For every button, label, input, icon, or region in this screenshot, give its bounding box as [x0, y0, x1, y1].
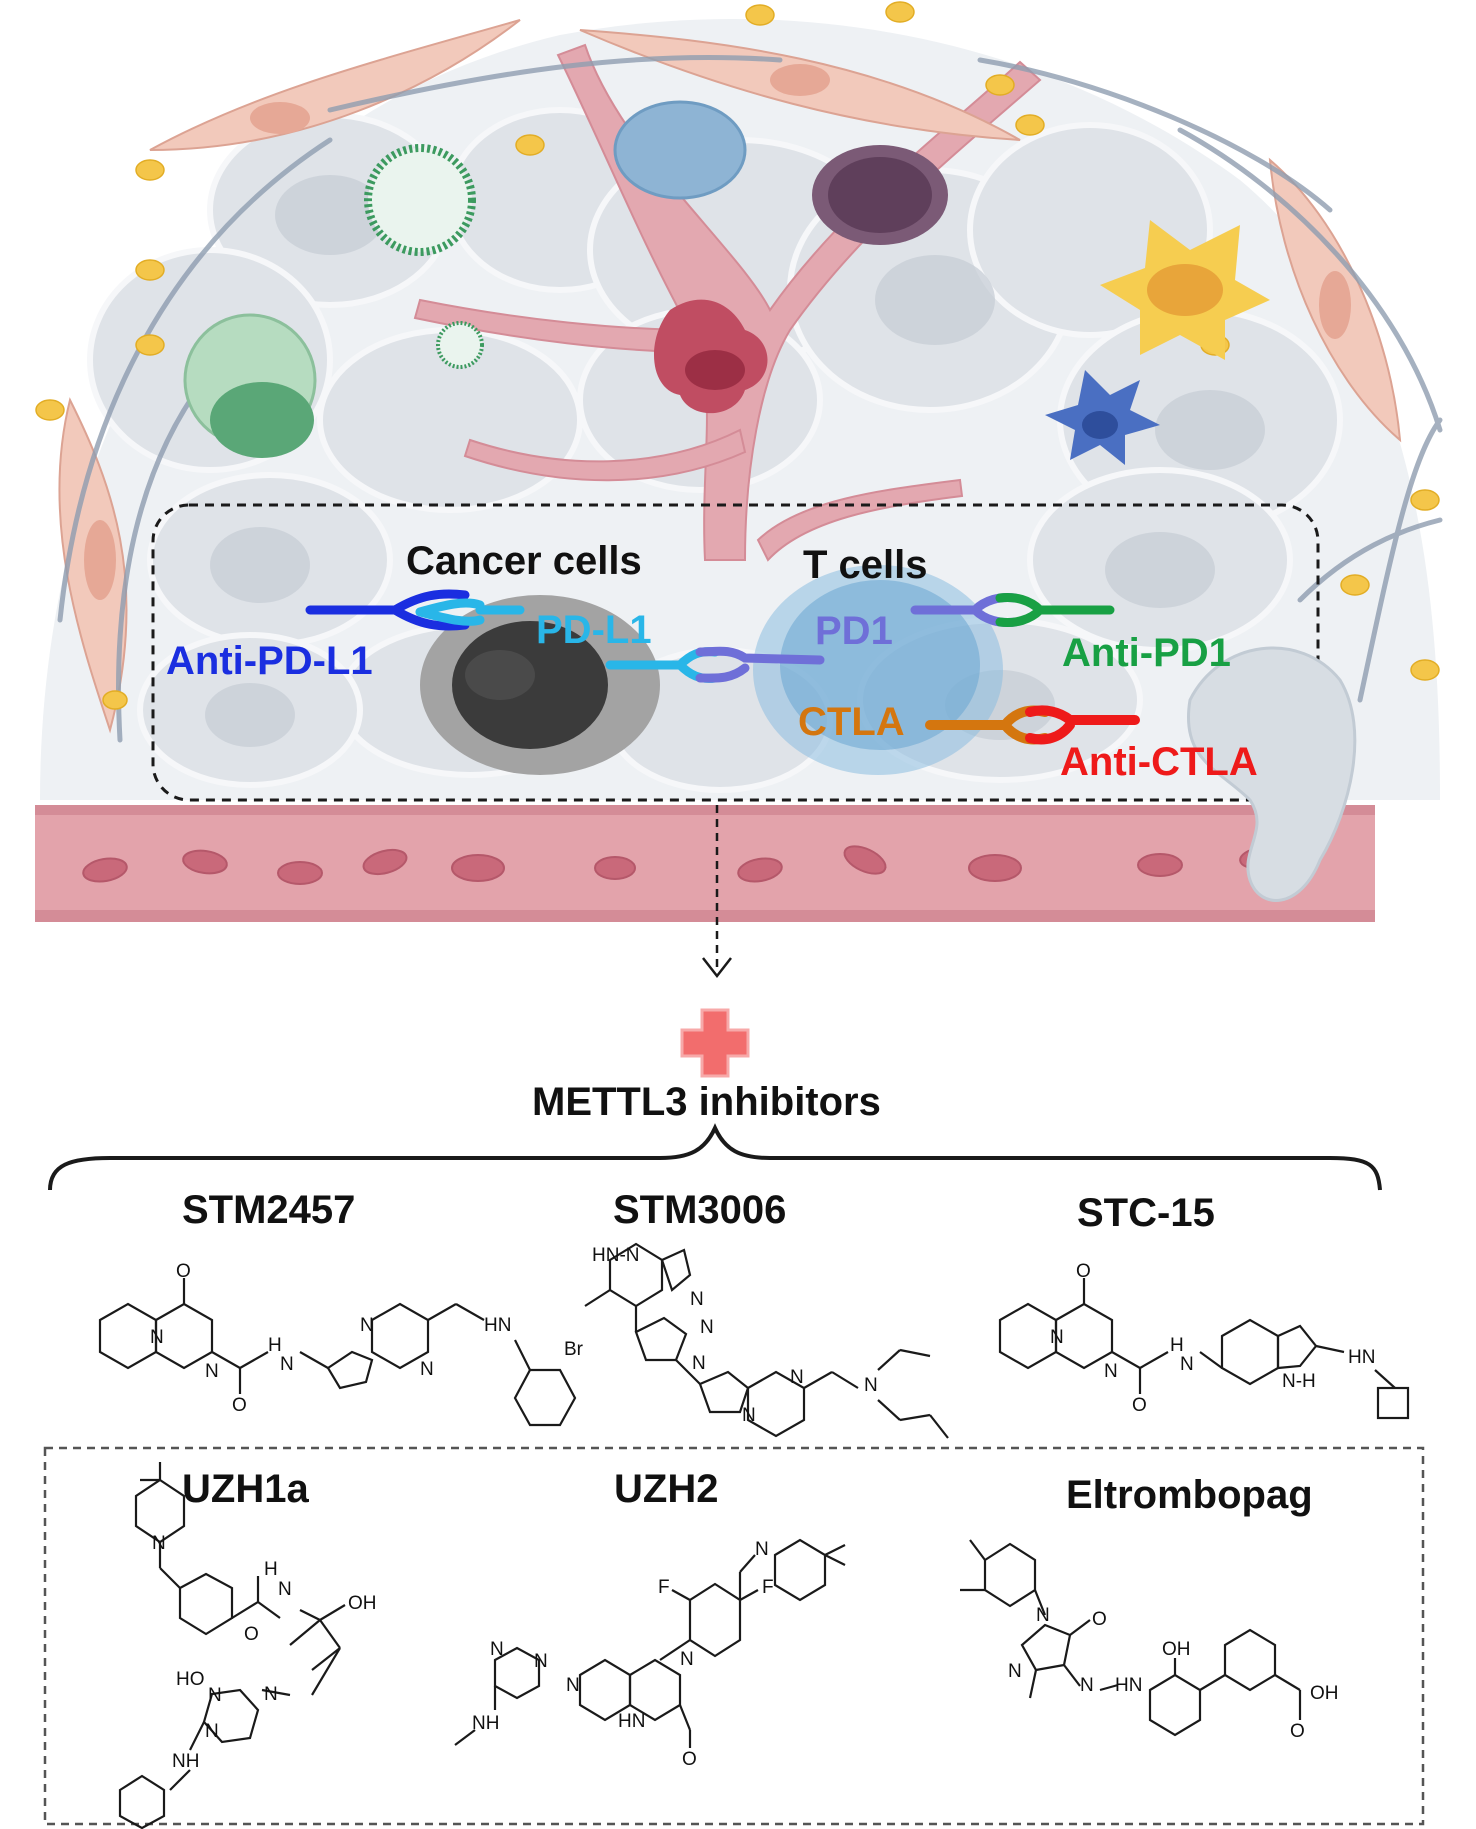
atom-label: N: [790, 1367, 804, 1388]
atom-label: N: [566, 1675, 580, 1696]
compound-uzh1a-label: UZH1a: [182, 1467, 309, 1511]
t-cells-label: T cells: [803, 543, 928, 587]
uzh-eltrombopag-dashed-box: [43, 1446, 1425, 1826]
compound-stm2457-label: STM2457: [182, 1188, 356, 1232]
atom-label: N: [1036, 1605, 1050, 1626]
connector-arrow: [702, 805, 732, 979]
atom-label: O: [1290, 1721, 1305, 1742]
atom-label: N: [205, 1721, 219, 1742]
atom-label: N: [420, 1359, 434, 1380]
mettl3-inhibitors-title: METTL3 inhibitors: [532, 1080, 881, 1124]
atom-label: N: [208, 1685, 222, 1706]
pd1-label: PD1: [815, 609, 893, 653]
atom-label: NH: [172, 1751, 200, 1772]
cancer-cells-label: Cancer cells: [406, 539, 642, 583]
atom-label: N: [360, 1315, 374, 1336]
atom-label: N: [534, 1651, 548, 1672]
pdl1-pd1-complex: [605, 646, 825, 683]
blood-vessel: [35, 646, 1375, 922]
atom-label: H: [264, 1559, 278, 1580]
atom-label: N: [280, 1354, 294, 1375]
extracellular-particles: [35, 1, 1440, 710]
atom-label: OH: [1310, 1683, 1339, 1704]
atom-label: N: [205, 1361, 219, 1382]
atom-label: N: [1180, 1354, 1194, 1375]
atom-label: O: [1092, 1609, 1107, 1630]
atom-label: N: [278, 1579, 292, 1600]
atom-label: O: [1076, 1261, 1091, 1282]
atom-label: N: [264, 1684, 278, 1705]
compound-eltrombopag-label: Eltrombopag: [1066, 1473, 1313, 1517]
atom-label: NH: [472, 1713, 500, 1734]
atom-label: H: [268, 1335, 282, 1356]
atom-label: N: [1080, 1675, 1094, 1696]
atom-label: HN: [618, 1711, 646, 1732]
atom-label: HN: [1348, 1347, 1376, 1368]
atom-label: HN: [484, 1315, 512, 1336]
atom-label: F: [762, 1577, 774, 1598]
atom-label: O: [176, 1261, 191, 1282]
atom-label: OH: [348, 1593, 377, 1614]
atom-label: N-H: [1282, 1371, 1316, 1392]
atom-label: N: [490, 1639, 504, 1660]
anti-ctla-label: Anti-CTLA: [1060, 740, 1258, 784]
atom-label: N: [1050, 1327, 1064, 1348]
atom-label: N: [742, 1405, 756, 1426]
atom-label: N: [1104, 1361, 1118, 1382]
structure-uzh2: [454, 1538, 846, 1748]
atom-label: O: [682, 1749, 697, 1770]
anti-pdl1-label: Anti-PD-L1: [166, 639, 373, 683]
compound-uzh2-label: UZH2: [614, 1467, 719, 1511]
structure-uzh1a: [118, 1462, 346, 1829]
pdl1-receptor-left: [415, 598, 525, 626]
compound-stc15-label: STC-15: [1077, 1191, 1215, 1235]
atom-label: N: [700, 1317, 714, 1338]
inhibitor-brace: [48, 1123, 1382, 1191]
anti-pd1-label: Anti-PD1: [1062, 631, 1231, 675]
checkpoint-dashed-box: [151, 503, 1320, 802]
ctla-label: CTLA: [798, 700, 905, 744]
pdl1-label: PD-L1: [536, 608, 652, 652]
atom-label: N: [680, 1649, 694, 1670]
atom-label: HN-N: [592, 1245, 640, 1266]
atom-label: N: [150, 1327, 164, 1348]
atom-label: O: [244, 1624, 259, 1645]
atom-label: N: [692, 1353, 706, 1374]
atom-label: OH: [1162, 1639, 1191, 1660]
atom-label: N: [152, 1533, 166, 1554]
plus-icon: [680, 1008, 750, 1078]
structure-stm2457: [98, 1278, 577, 1427]
atom-label: HN: [1115, 1675, 1143, 1696]
atom-label: N: [1008, 1661, 1022, 1682]
atom-label: O: [1132, 1395, 1147, 1416]
atom-label: N: [755, 1539, 769, 1560]
atom-label: H: [1170, 1335, 1184, 1356]
fibroblast-nuclei: [84, 64, 1351, 600]
ctla-anti-ctla-complex: [925, 705, 1140, 745]
immune-cells: [183, 100, 1270, 465]
compound-stm3006-label: STM3006: [613, 1188, 787, 1232]
structure-eltrombopag: [960, 1539, 1302, 1737]
atom-label: N: [864, 1375, 878, 1396]
atom-label: O: [232, 1395, 247, 1416]
atom-label: Br: [564, 1339, 583, 1360]
structure-stc15: [998, 1278, 1410, 1420]
pd1-anti-pd1-complex: [910, 593, 1115, 627]
atom-label: HO: [176, 1669, 205, 1690]
atom-label: N: [690, 1289, 704, 1310]
structure-stm3006: [584, 1242, 949, 1439]
anti-pdl1-antibody: [305, 589, 470, 631]
cancer-cell: [420, 595, 660, 775]
atom-label: F: [658, 1577, 670, 1598]
